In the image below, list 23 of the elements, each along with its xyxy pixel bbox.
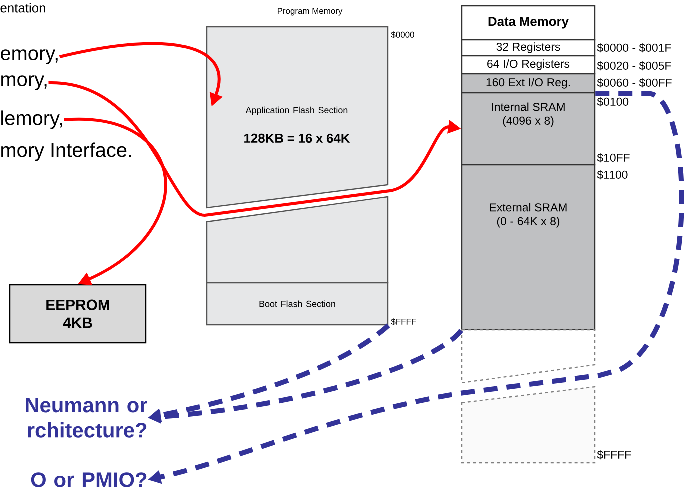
address-label: $0060 - $00FF — [597, 78, 672, 88]
arrow — [64, 118, 167, 286]
address-label: $0100 — [597, 97, 629, 107]
memory-row: 160 Ext I/O Reg. — [461, 73, 596, 94]
memory-row: 32 Registers — [461, 39, 596, 57]
memory-title: Program Memory — [278, 8, 343, 16]
memory-section — [461, 386, 596, 464]
address-label: $0000 - $001F — [597, 43, 672, 53]
caption-text: entation — [0, 3, 46, 13]
question-text: Neumann or rchitecture? — [26, 398, 148, 438]
address-label: $10FF — [597, 153, 630, 163]
address-label: $1100 — [597, 170, 628, 180]
memory-text: emory, — [1, 50, 58, 64]
address-label: $FFFF — [391, 318, 416, 326]
memory-text: mory, — [2, 76, 47, 90]
memory-row: 64 I/O Registers — [461, 55, 596, 75]
flash-section: Boot Flash Section — [206, 282, 389, 326]
question-text: O or PMIO? — [31, 472, 147, 488]
eeprom-box: EEPROM 4KB — [9, 284, 147, 344]
memory-text: mory Interface. — [2, 142, 132, 162]
memory-text: lemory, — [2, 110, 62, 130]
address-label: $0020 - $005F — [597, 61, 672, 71]
memory-section — [461, 329, 596, 384]
